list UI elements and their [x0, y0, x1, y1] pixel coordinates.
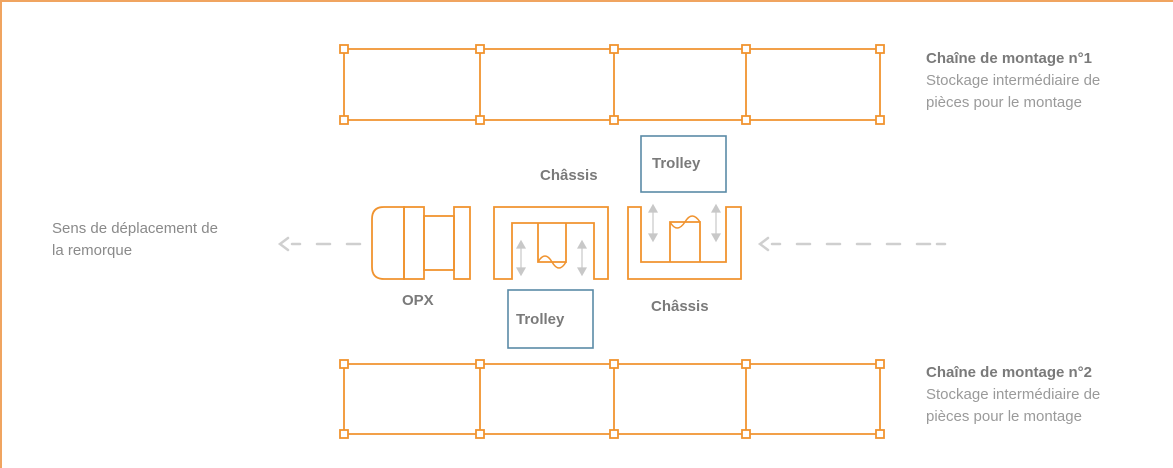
assembly-line-1-title: Chaîne de montage n°1: [926, 50, 1093, 67]
trolley-label-top: Trolley: [652, 155, 701, 172]
double-arrow-icon: [647, 203, 659, 243]
assembly-line-1-grid: [339, 44, 885, 125]
assembly-line-2-sub-2: pièces pour le montage: [926, 408, 1082, 425]
chassis-icon: [493, 206, 609, 280]
assembly-line-2-grid: [339, 359, 885, 439]
double-arrow-icon: [710, 203, 722, 243]
assembly-line-2-caption: Chaîne de montage n°2 Stockage intermédi…: [926, 362, 1100, 428]
direction-label-line-1: Sens de déplacement de: [52, 220, 218, 237]
assembly-line-2-sub-1: Stockage intermédiaire de: [926, 386, 1101, 403]
assembly-line-1-sub-1: Stockage intermédiaire de: [926, 72, 1101, 89]
chassis-label-top: Châssis: [540, 167, 598, 184]
wave-icon: [537, 255, 567, 269]
trolley-box-icon: [640, 135, 727, 193]
direction-label: Sens de déplacement de la remorque: [52, 218, 218, 262]
assembly-line-1-caption: Chaîne de montage n°1 Stockage intermédi…: [926, 48, 1100, 114]
assembly-line-1-sub-2: pièces pour le montage: [926, 94, 1082, 111]
opx-label: OPX: [402, 292, 434, 309]
trolley-box-icon: [507, 289, 594, 349]
assembly-line-2-title: Chaîne de montage n°2: [926, 364, 1093, 381]
wave-icon: [669, 215, 701, 229]
arrow-left-dashed-icon: [757, 236, 947, 252]
direction-label-line-2: la remorque: [52, 242, 133, 259]
chassis-label-bottom: Châssis: [651, 298, 709, 315]
double-arrow-icon: [576, 239, 588, 277]
trolley-label-bottom: Trolley: [516, 311, 565, 328]
double-arrow-icon: [515, 239, 527, 277]
chassis-icon: [627, 206, 742, 280]
arrow-left-dashed-icon: [277, 236, 362, 252]
opx-vehicle-icon: [371, 206, 471, 280]
